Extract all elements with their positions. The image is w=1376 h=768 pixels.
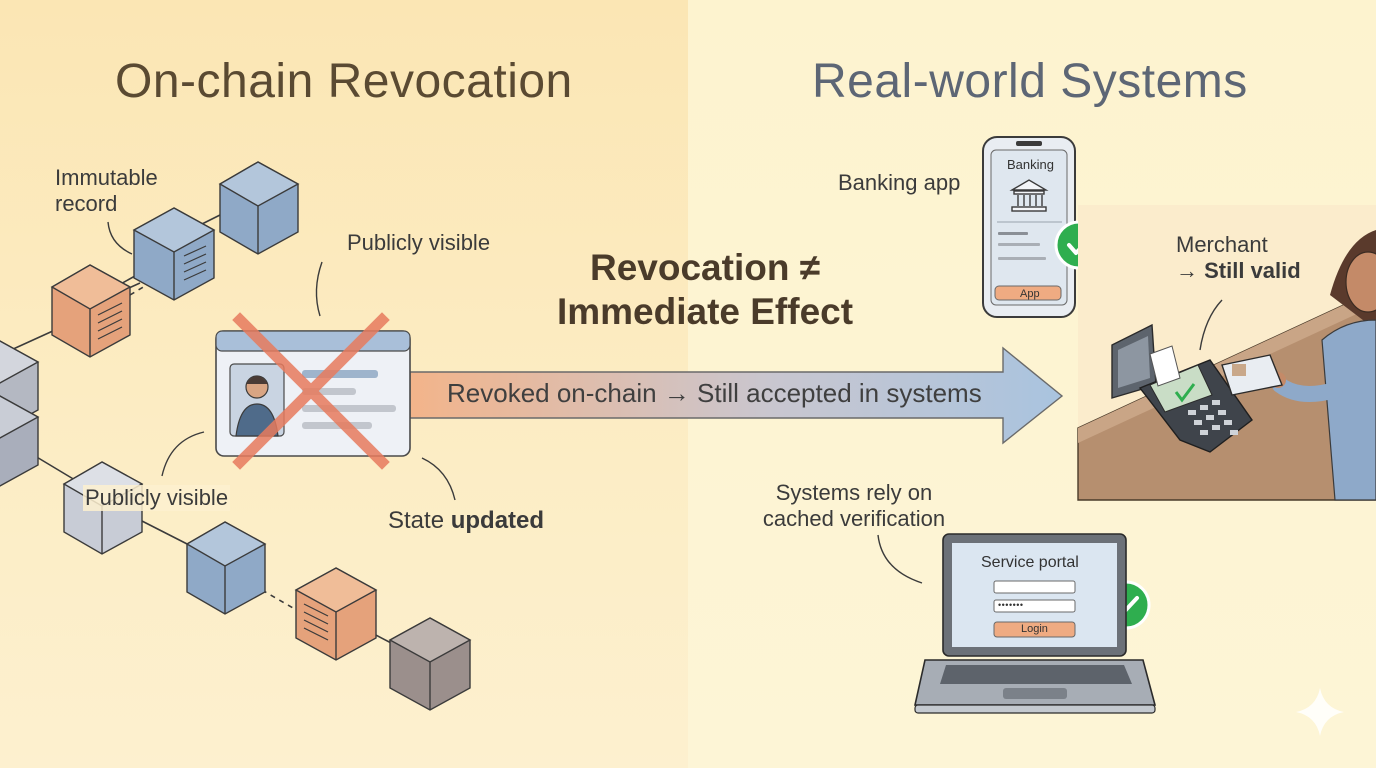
state-updated-label: State updated xyxy=(388,507,544,535)
merchant-line1: Merchant xyxy=(1176,232,1268,257)
merchant-callout-line xyxy=(1199,299,1223,351)
state-bold: updated xyxy=(450,507,545,534)
banking-app-label: Banking app xyxy=(838,170,961,195)
phone xyxy=(982,136,1076,318)
login-button[interactable]: Login xyxy=(1021,623,1048,635)
merchant-arrow: → xyxy=(1176,258,1205,283)
arrow-caption: Revoked on-chain → Still accepted in sys… xyxy=(447,378,982,408)
merchant-bold: Still valid xyxy=(1204,258,1301,283)
systems-callout-line xyxy=(877,534,923,584)
immutable-line1: Immutable xyxy=(55,165,158,190)
laptop xyxy=(914,533,1157,714)
merchant-line2: → Still valid xyxy=(1176,258,1336,284)
block-orange-top xyxy=(50,264,132,358)
headline-line1: Revocation ≠ xyxy=(589,247,821,288)
right-title: Real-world Systems xyxy=(812,55,1248,108)
block-blue-record xyxy=(132,207,216,301)
left-title: On-chain Revocation xyxy=(115,55,573,108)
portal-title: Service portal xyxy=(981,554,1079,571)
phone-header: Banking xyxy=(1007,157,1054,172)
systems-line1: Systems rely on xyxy=(775,480,933,505)
block-grey-left2 xyxy=(0,395,40,487)
block-orange-bottom xyxy=(294,567,378,661)
headline-line2: Immediate Effect xyxy=(556,291,854,332)
main-arrow xyxy=(409,346,1064,445)
systems-rely-label: Systems rely on cached verification xyxy=(754,480,954,532)
password-field[interactable]: ••••••• xyxy=(998,600,1024,610)
merchant-scene xyxy=(1077,205,1376,501)
merchant-label: Merchant → Still valid xyxy=(1176,232,1336,284)
block-brown-bottom xyxy=(388,617,472,711)
state-prefix: State xyxy=(388,507,451,534)
block-blue-top xyxy=(218,161,300,255)
headline: Revocation ≠ Immediate Effect xyxy=(545,246,865,334)
systems-line2: cached verification xyxy=(762,506,946,531)
callout-lines-left xyxy=(107,221,456,501)
sparkle-icon xyxy=(1296,688,1344,736)
publicly-visible-top-label: Publicly visible xyxy=(347,230,491,255)
revoked-cross xyxy=(232,312,390,470)
immutable-record-label: Immutable record xyxy=(55,165,185,217)
immutable-line2: record xyxy=(55,191,118,216)
publicly-visible-bottom-label: Publicly visible xyxy=(83,485,231,511)
block-blue-bottom xyxy=(185,521,267,615)
phone-app-button[interactable]: App xyxy=(1020,288,1040,300)
